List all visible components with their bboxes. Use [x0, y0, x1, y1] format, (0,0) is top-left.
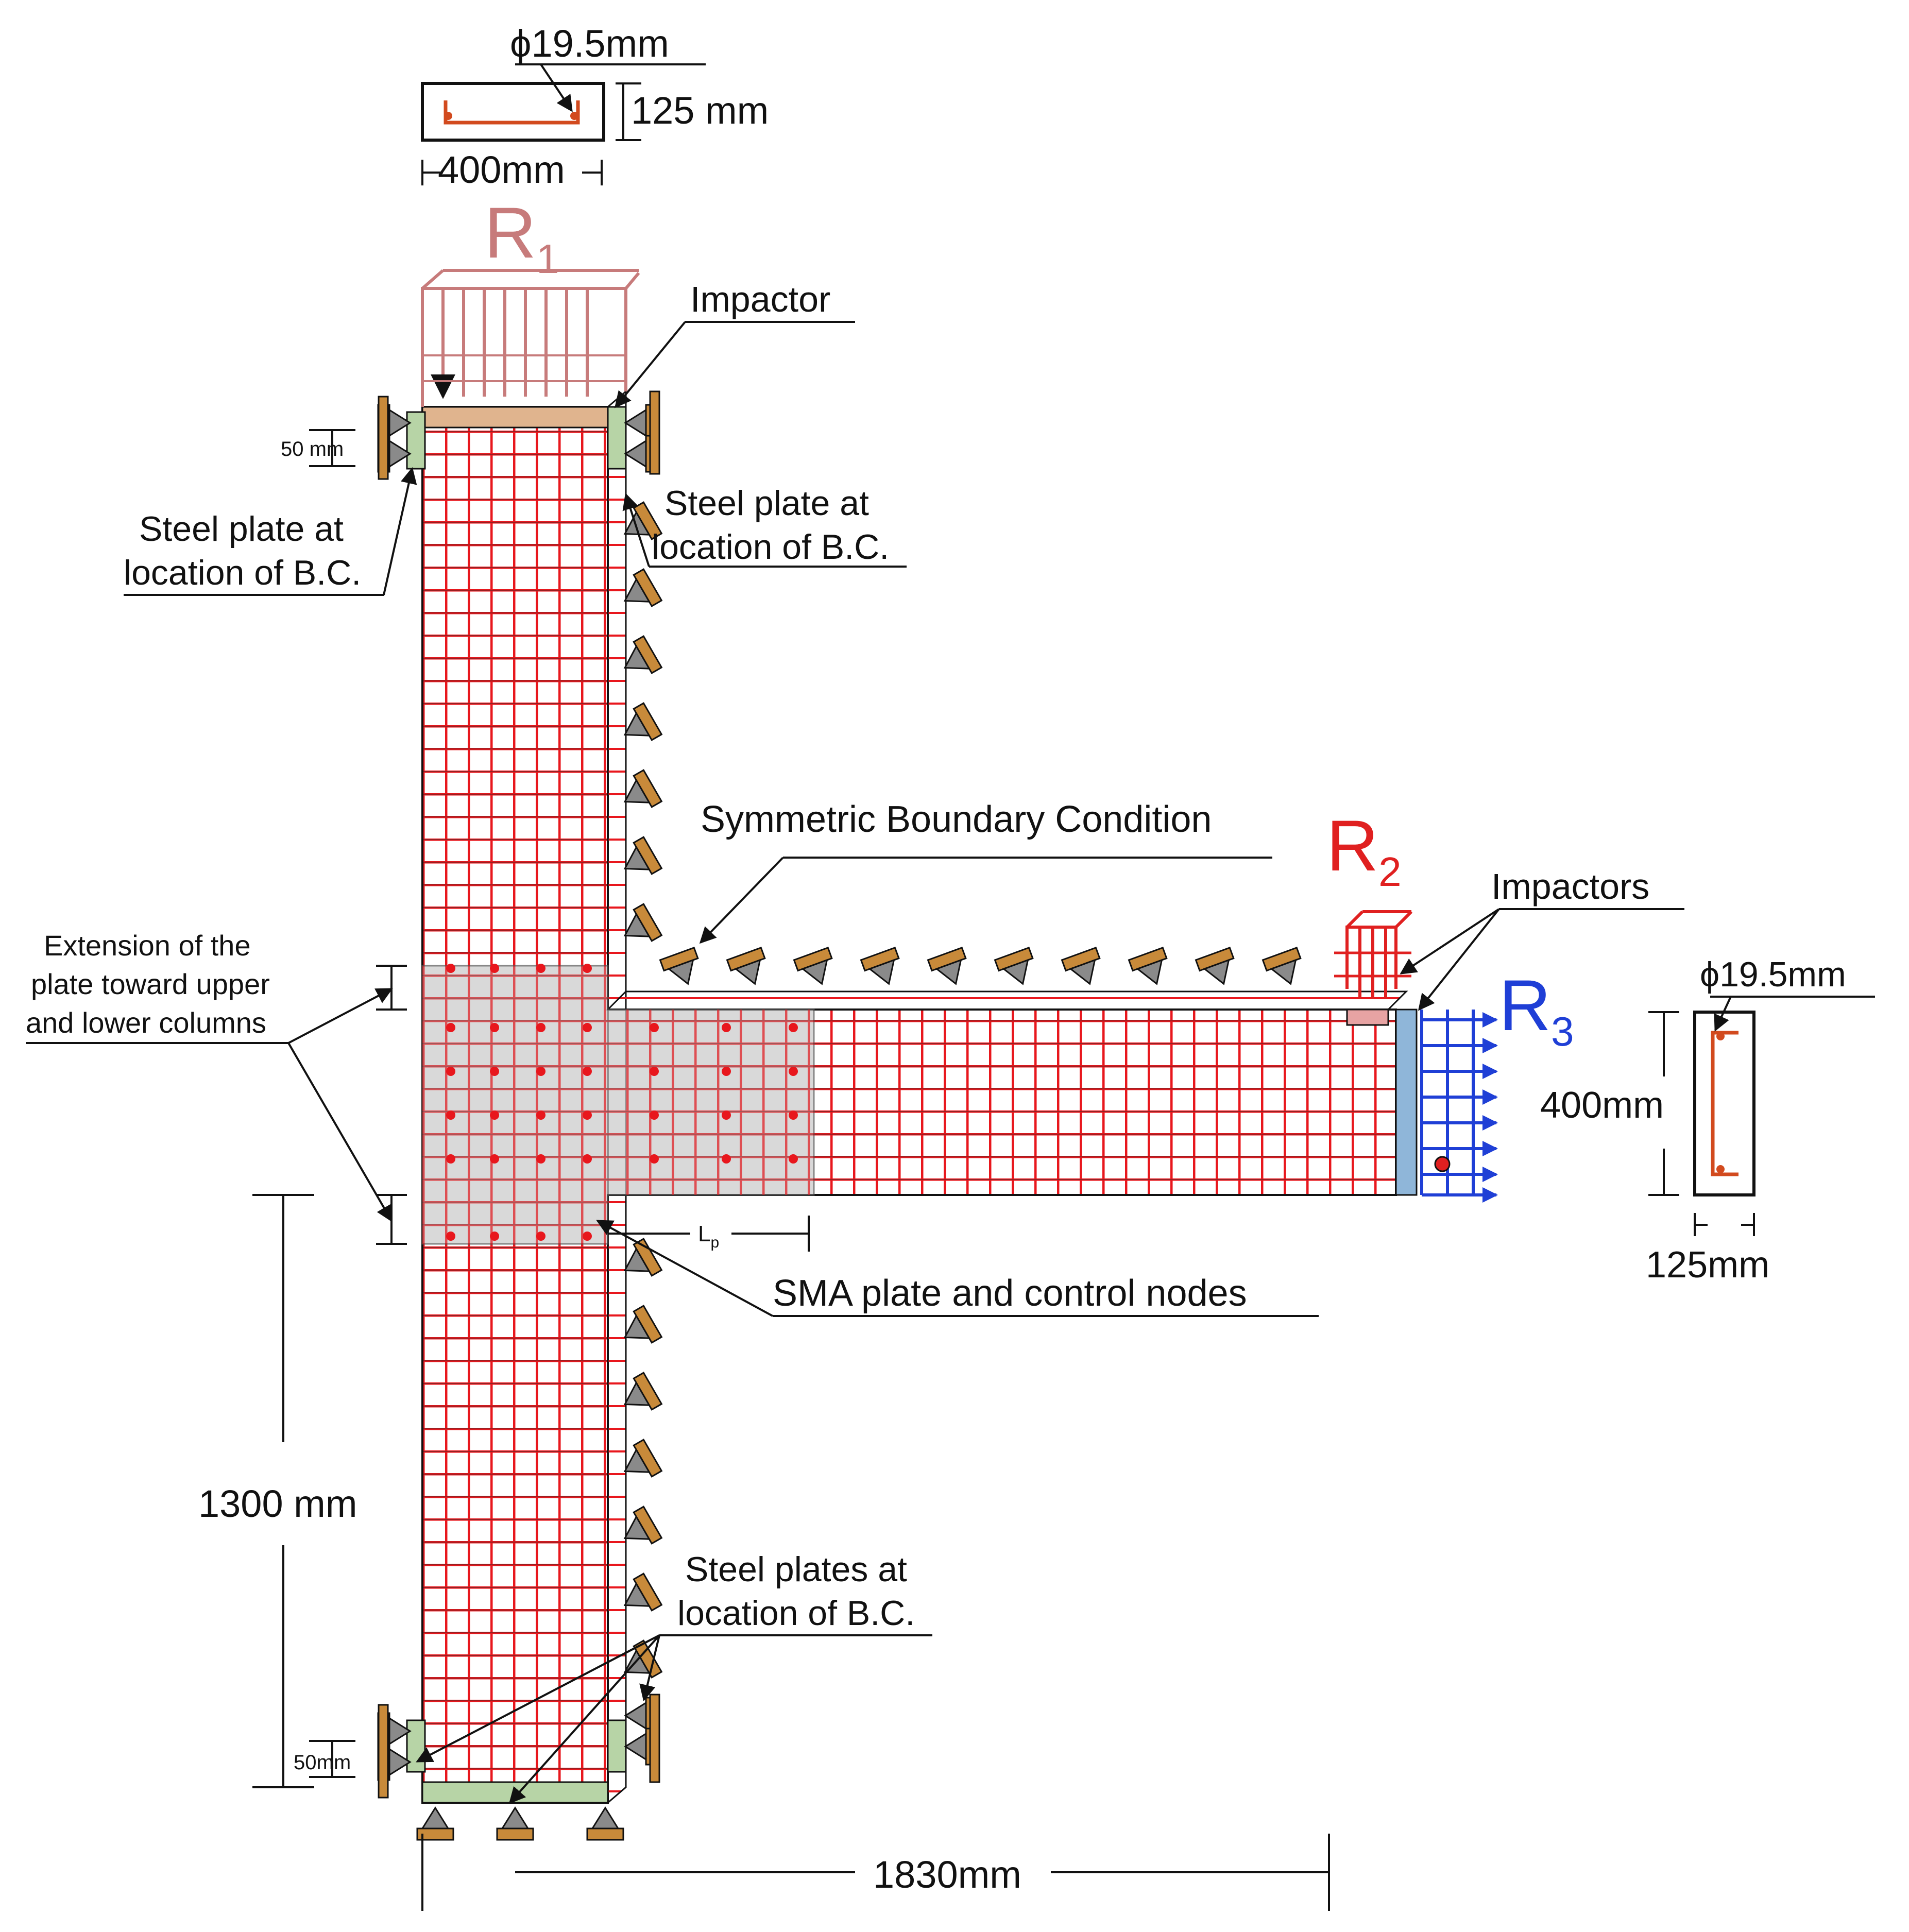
control-nodes — [446, 964, 798, 1241]
impactor-label: Impactor — [690, 279, 830, 319]
r1-load — [421, 269, 640, 407]
rebar-diameter-right-label: ϕ19.5mm — [1700, 955, 1846, 994]
rebar-diameter-top-label: ϕ19.5mm — [510, 22, 669, 65]
steel-left-label-1: Steel plate at — [139, 509, 344, 549]
steel-left-label-2: location of B.C. — [124, 553, 361, 592]
impactors-label: Impactors — [1491, 866, 1649, 907]
top-cross-section — [421, 63, 706, 185]
r3-load — [1395, 1008, 1498, 1203]
dim-1830-label: 1830mm — [873, 1853, 1021, 1896]
leader-lines — [26, 321, 1684, 1804]
extension-label-1: Extension of the — [44, 929, 251, 962]
r1-label: R1 — [484, 192, 559, 282]
top-impactor — [406, 406, 627, 470]
symmetric-bc-label: Symmetric Boundary Condition — [701, 799, 1212, 840]
steel-bottom-label-1: Steel plates at — [685, 1550, 907, 1589]
top-right-supports — [624, 390, 660, 475]
top-left-supports — [377, 396, 411, 480]
depth-top-label: 125 mm — [631, 89, 769, 132]
sma-plate — [421, 964, 815, 1245]
steel-bottom-label-2: location of B.C. — [677, 1594, 915, 1633]
beam-top-supports — [659, 947, 1308, 991]
depth-right-label: 400mm — [1540, 1085, 1664, 1126]
r2-label: R2 — [1326, 805, 1402, 895]
r2-load — [1334, 910, 1413, 1026]
text-labels: ϕ19.5mm 125 mm 400mm R1 Impactor 50 mm S… — [26, 22, 1846, 1896]
right-cross-section — [1648, 996, 1875, 1236]
sma-plate-label: SMA plate and control nodes — [773, 1273, 1247, 1314]
dim-50-bottom-label: 50mm — [294, 1751, 351, 1774]
width-top-label: 400mm — [438, 148, 565, 191]
dimension-lines — [252, 429, 1330, 1911]
r3-label: R3 — [1499, 965, 1574, 1054]
steel-right-label-2: location of B.C. — [652, 527, 889, 567]
dim-1300-label: 1300 mm — [198, 1482, 357, 1525]
extension-label-2: plate toward upper — [31, 968, 270, 1000]
beam-top-face — [606, 990, 1408, 1011]
steel-right-label-1: Steel plate at — [664, 484, 869, 523]
width-right-label: 125mm — [1646, 1244, 1769, 1286]
extension-label-3: and lower columns — [26, 1006, 266, 1039]
lp-label: Lp — [698, 1221, 719, 1251]
dim-50-top-label: 50 mm — [281, 438, 344, 460]
